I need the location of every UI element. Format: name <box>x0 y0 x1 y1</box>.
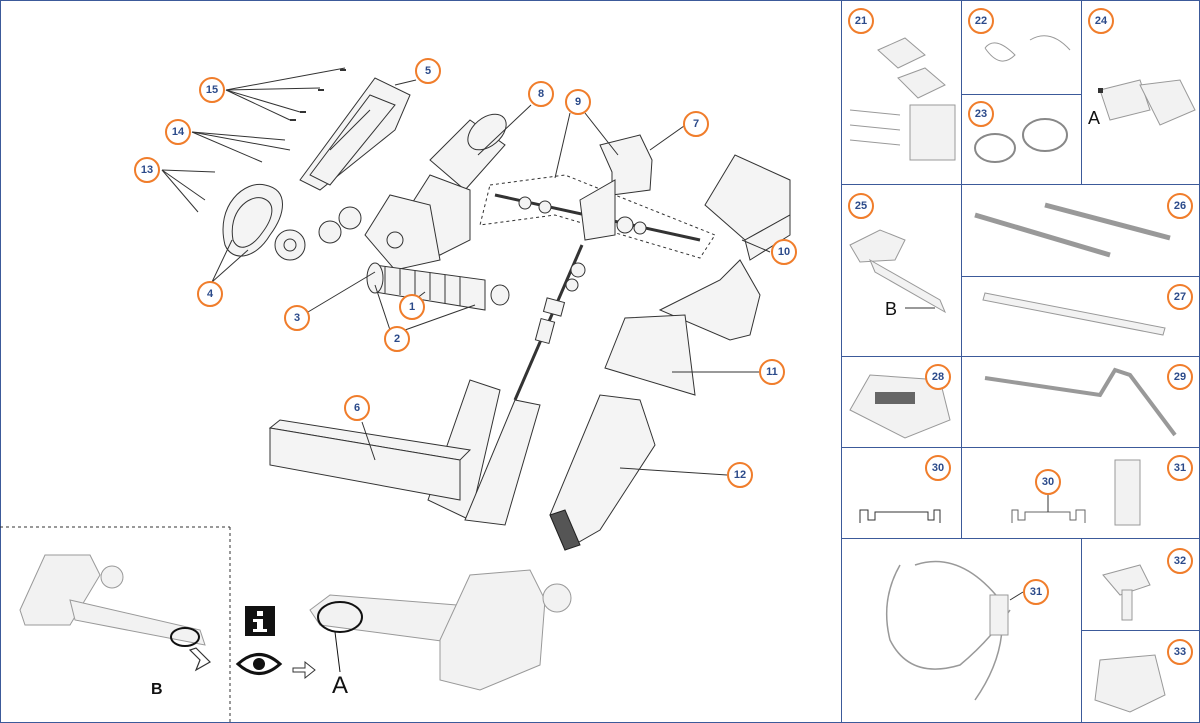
clip-30-left <box>859 509 941 523</box>
clip-30-right <box>1011 494 1086 523</box>
svg-text:8: 8 <box>538 88 544 100</box>
assembly-detail-24 <box>1098 79 1196 126</box>
roller-part <box>366 262 510 311</box>
callout-5: 5 <box>415 58 441 84</box>
letter-a-main: A <box>332 672 348 699</box>
callout-3: 3 <box>284 305 310 331</box>
svg-text:25: 25 <box>855 200 867 212</box>
svg-text:33: 33 <box>1174 646 1186 658</box>
crank-handle-29 <box>984 367 1177 437</box>
gearbox-cover-part <box>299 77 411 191</box>
cables-22 <box>984 35 1071 62</box>
callout-24: 24 <box>1088 8 1114 34</box>
callout-2: 2 <box>384 326 410 352</box>
svg-text:2: 2 <box>394 333 400 345</box>
coiled-cables-23 <box>974 118 1068 163</box>
callout-27: 27 <box>1167 284 1193 310</box>
callout-31-top: 31 <box>1167 455 1193 481</box>
svg-text:24: 24 <box>1095 15 1108 27</box>
fasteners-kit-21 <box>849 37 956 161</box>
callout-12: 12 <box>727 462 753 488</box>
callout-13: 13 <box>134 157 160 183</box>
info-icon <box>245 606 275 636</box>
callout-9: 9 <box>565 89 591 115</box>
svg-text:22: 22 <box>975 15 987 27</box>
svg-text:14: 14 <box>172 126 185 138</box>
actuator-31 <box>1114 459 1141 526</box>
callout-31-bottom: 31 <box>1023 579 1049 605</box>
svg-text:1: 1 <box>409 301 415 313</box>
callout-7: 7 <box>683 111 709 137</box>
svg-text:30: 30 <box>932 462 944 474</box>
control-box-28 <box>849 374 951 439</box>
svg-text:26: 26 <box>1174 200 1186 212</box>
svg-text:21: 21 <box>855 15 867 27</box>
svg-text:13: 13 <box>141 164 153 176</box>
svg-text:7: 7 <box>693 118 699 130</box>
svg-text:31: 31 <box>1030 586 1042 598</box>
callout-30-right: 30 <box>1035 469 1061 495</box>
svg-text:29: 29 <box>1174 371 1186 383</box>
cover-33 <box>1094 654 1166 713</box>
callout-6: 6 <box>344 395 370 421</box>
callout-33: 33 <box>1167 639 1193 665</box>
letter-b-panel-25: B <box>885 299 897 319</box>
callout-8: 8 <box>528 81 554 107</box>
screws-15-part <box>290 69 346 121</box>
belt-part <box>222 183 283 257</box>
callout-14: 14 <box>165 119 191 145</box>
callout-29: 29 <box>1167 364 1193 390</box>
housing-part <box>658 154 791 341</box>
assembly-detail-25 <box>849 229 947 314</box>
callout-28: 28 <box>925 364 951 390</box>
eye-icon <box>235 653 283 675</box>
letter-b-inset: B <box>151 681 163 698</box>
svg-text:9: 9 <box>575 96 581 108</box>
callout-11: 11 <box>759 359 785 385</box>
callout-1: 1 <box>399 294 425 320</box>
callout-30-left: 30 <box>925 455 951 481</box>
svg-text:4: 4 <box>207 288 214 300</box>
callout-21: 21 <box>848 8 874 34</box>
gear-train-part <box>274 194 441 271</box>
bracket-part <box>579 134 653 241</box>
svg-text:5: 5 <box>425 65 431 77</box>
housing-cover-part <box>549 394 656 551</box>
inset-b-view <box>0 526 231 723</box>
callout-10: 10 <box>771 239 797 265</box>
callout-26: 26 <box>1167 193 1193 219</box>
svg-text:6: 6 <box>354 402 360 414</box>
callout-25: 25 <box>848 193 874 219</box>
lead-screw-part <box>513 244 586 401</box>
svg-text:31: 31 <box>1174 462 1186 474</box>
svg-text:12: 12 <box>734 469 746 481</box>
strap-27 <box>982 292 1166 336</box>
main-view-a <box>309 569 572 691</box>
callout-22: 22 <box>968 8 994 34</box>
rods-26 <box>974 202 1171 258</box>
svg-text:28: 28 <box>932 371 944 383</box>
letter-a-panel-24: A <box>1088 108 1100 128</box>
svg-text:11: 11 <box>766 366 778 378</box>
svg-text:27: 27 <box>1174 291 1186 303</box>
cover-plate-part <box>604 314 696 396</box>
key-32 <box>1102 564 1151 621</box>
svg-text:15: 15 <box>206 84 218 96</box>
svg-text:32: 32 <box>1174 555 1186 567</box>
svg-text:30: 30 <box>1042 476 1054 488</box>
svg-text:3: 3 <box>294 312 300 324</box>
svg-text:10: 10 <box>778 246 790 258</box>
callout-4: 4 <box>197 281 223 307</box>
arm-tube-part <box>268 419 472 501</box>
leader-lines <box>161 67 771 476</box>
callout-32: 32 <box>1167 548 1193 574</box>
arrow-icon <box>292 660 316 680</box>
callout-15: 15 <box>199 77 225 103</box>
callout-23: 23 <box>968 101 994 127</box>
svg-text:23: 23 <box>975 108 987 120</box>
cable-assembly-31 <box>885 560 1024 701</box>
